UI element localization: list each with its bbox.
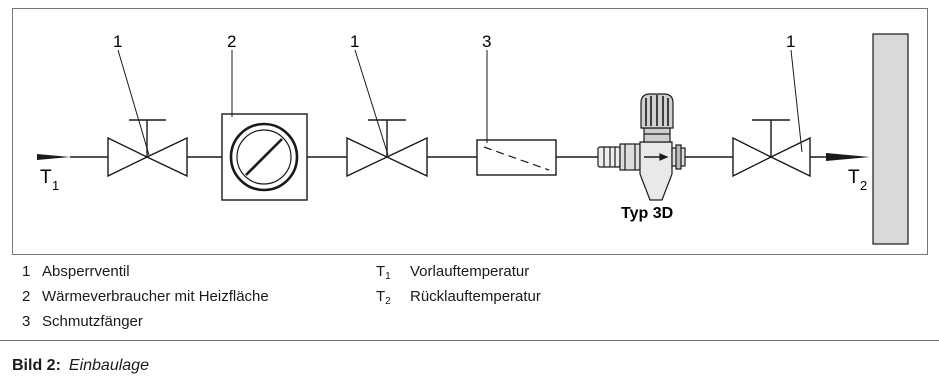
wall	[872, 33, 909, 245]
shutoff-valve-1	[107, 119, 188, 178]
t2-subscript: 2	[860, 178, 867, 193]
legend-symbol: T2	[376, 288, 391, 307]
figure-caption: Bild 2: Einbaulage	[12, 357, 149, 375]
callout-1b: 1	[350, 32, 359, 51]
product-label: Typ 3D	[621, 205, 673, 222]
legend-item-3: 3 Schmutzfänger	[22, 313, 342, 333]
legend-text: Wärmeverbraucher mit Heizfläche	[42, 288, 269, 305]
caption-label: Bild 2:	[12, 357, 61, 374]
caption-divider	[0, 340, 939, 341]
inlet-arrow	[37, 154, 70, 160]
legend-text: Vorlauftemperatur	[410, 263, 530, 280]
callout-1a: 1	[113, 32, 122, 51]
legend-temperatures: T1 Vorlauftemperatur T2 Rücklauftemperat…	[376, 263, 616, 309]
installation-diagram: 1 2 1 3 1 T 1 T 2 Typ 3D	[37, 32, 909, 245]
callout-3: 3	[482, 32, 491, 51]
callout-2: 2	[227, 32, 236, 51]
shutoff-valve-2	[346, 119, 428, 178]
legend-number: 3	[22, 313, 31, 330]
legend-item-t1: T1 Vorlauftemperatur	[376, 263, 616, 283]
legend-text: Schmutzfänger	[42, 313, 143, 330]
t1-label: T	[40, 167, 52, 188]
t2-label: T	[848, 167, 860, 188]
legend-number: 1	[22, 263, 31, 280]
legend-list: 1 Absperrventil 2 Wärmeverbraucher mit H…	[22, 263, 342, 335]
legend-item-t2: T2 Rücklauftemperatur	[376, 288, 616, 308]
typ-3d-regulator	[597, 93, 686, 201]
callout-leaders	[117, 49, 803, 156]
legend-item-2: 2 Wärmeverbraucher mit Heizfläche	[22, 288, 342, 308]
legend-symbol: T1	[376, 263, 391, 282]
outlet-arrow	[826, 153, 870, 161]
legend-text: Rücklauftemperatur	[410, 288, 541, 305]
legend-number: 2	[22, 288, 31, 305]
t1-subscript: 1	[52, 178, 59, 193]
legend-item-1: 1 Absperrventil	[22, 263, 342, 283]
diagram-frame	[12, 8, 928, 255]
legend-text: Absperrventil	[42, 263, 130, 280]
shutoff-valve-3	[732, 119, 811, 178]
strainer	[476, 139, 557, 176]
heat-consumer	[221, 113, 308, 201]
caption-title: Einbaulage	[68, 357, 149, 374]
callout-1c: 1	[786, 32, 795, 51]
